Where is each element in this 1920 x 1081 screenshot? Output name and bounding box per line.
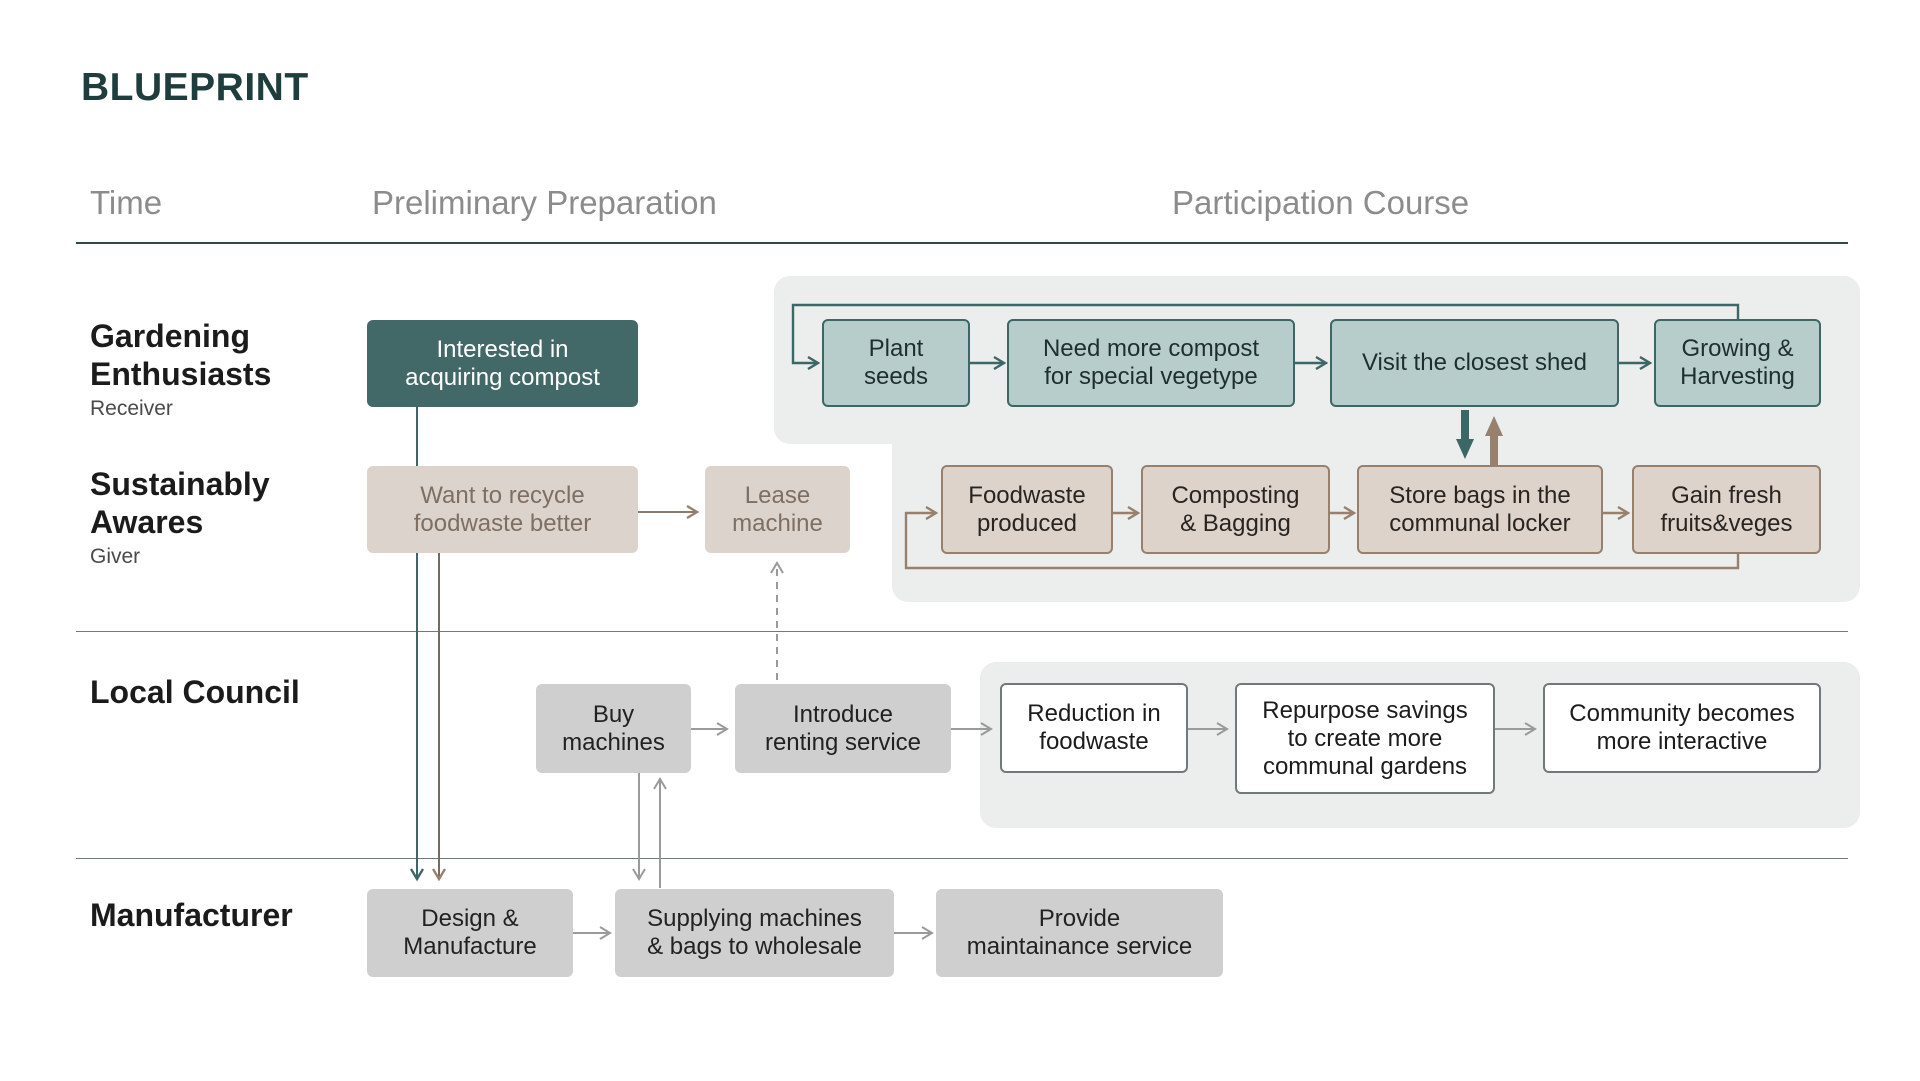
actor-role: Receiver xyxy=(90,397,173,420)
node-text: Harvesting xyxy=(1680,363,1795,390)
node-text: foodwaste xyxy=(1039,728,1149,755)
page-title: BLUEPRINT xyxy=(81,66,309,109)
lane-divider-council xyxy=(76,631,1848,632)
actor-name: Local Council xyxy=(90,674,300,710)
node-text: & Bagging xyxy=(1180,509,1291,537)
node-text: Foodwaste xyxy=(968,481,1086,509)
node-text: to create more xyxy=(1287,724,1443,752)
node-text: Want to recycle xyxy=(420,481,585,509)
node-text: seeds xyxy=(863,363,929,390)
node-text: for special vegetype xyxy=(1044,363,1258,390)
node-text: Reduction in xyxy=(1027,700,1161,727)
node-supplying-machines-bags: Supplying machines& bags to wholesale xyxy=(615,889,894,977)
node-visit-closest-shed: Visit the closest shed xyxy=(1330,319,1619,407)
node-text: produced xyxy=(976,509,1078,537)
node-text: Buy xyxy=(592,700,635,728)
node-text: Supplying machines xyxy=(647,905,862,932)
actor-gardening-enthusiasts: Gardening Enthusiasts Receiver xyxy=(90,317,271,421)
node-text: machines xyxy=(562,728,665,756)
node-text: fruits&veges xyxy=(1660,509,1793,537)
node-text: Gain fresh xyxy=(1671,481,1782,509)
node-text: more interactive xyxy=(1596,728,1768,755)
actor-manufacturer: Manufacturer xyxy=(90,896,293,934)
node-design-manufacture: Design &Manufacture xyxy=(367,889,573,977)
actor-name: Gardening xyxy=(90,318,251,354)
node-text: Store bags in the xyxy=(1389,481,1571,509)
node-text: acquiring compost xyxy=(405,363,600,391)
actor-sustainably-awares: Sustainably Awares Giver xyxy=(90,465,270,569)
node-text: Plant xyxy=(868,335,924,362)
actor-name: Awares xyxy=(90,504,204,540)
node-text: Growing & xyxy=(1681,335,1794,362)
node-text: Design & xyxy=(421,905,519,932)
header-divider xyxy=(76,242,1848,244)
header-preliminary-preparation: Preliminary Preparation xyxy=(372,184,717,221)
actor-name: Sustainably xyxy=(90,466,270,502)
node-text: communal gardens xyxy=(1262,752,1468,780)
node-text: Interested in xyxy=(436,335,569,363)
node-text: Lease xyxy=(744,481,811,509)
node-text: foodwaste better xyxy=(413,509,592,537)
node-text: Provide xyxy=(1038,905,1121,932)
actor-name: Enthusiasts xyxy=(90,356,272,392)
node-text: & bags to wholesale xyxy=(647,933,862,960)
actor-name: Manufacturer xyxy=(90,897,293,933)
node-text: Manufacture xyxy=(403,933,537,960)
node-text: Community becomes xyxy=(1569,700,1795,727)
node-text: Introduce xyxy=(792,700,894,728)
node-text: renting service xyxy=(764,728,922,756)
node-composting-bagging: Composting& Bagging xyxy=(1141,465,1330,554)
header-participation-course: Participation Course xyxy=(1172,184,1470,221)
node-text: machine xyxy=(732,509,823,537)
node-text: Need more compost xyxy=(1042,335,1260,362)
actor-local-council: Local Council xyxy=(90,673,300,711)
actor-role: Giver xyxy=(90,545,141,568)
node-text: Composting xyxy=(1171,481,1300,509)
node-text: maintainance service xyxy=(966,933,1193,960)
lane-divider-manufacturer xyxy=(76,858,1848,859)
node-text: Visit the closest shed xyxy=(1361,349,1587,376)
node-text: communal locker xyxy=(1389,509,1571,537)
header-time: Time xyxy=(90,184,163,221)
node-text: Repurpose savings xyxy=(1262,696,1468,724)
node-growing-harvesting: Growing &Harvesting xyxy=(1654,319,1821,407)
